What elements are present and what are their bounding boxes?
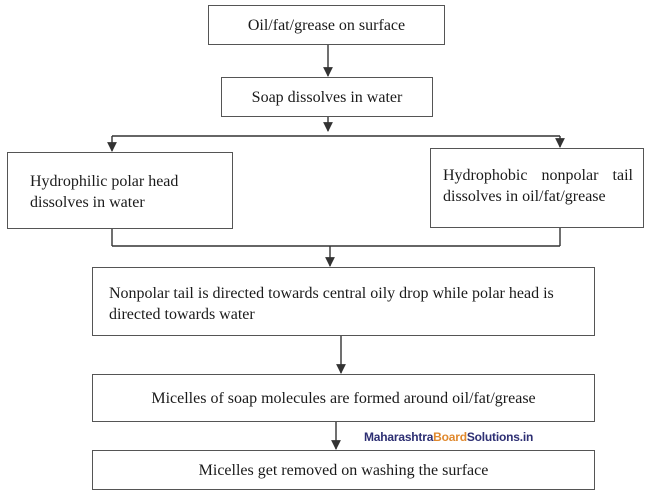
step-micelles-removed-text: Micelles get removed on washing the surf… (198, 461, 489, 479)
step-oil-on-surface-box: Oil/fat/grease on surface (208, 5, 445, 45)
step-micelles-removed-box: Micelles get removed on washing the surf… (92, 450, 595, 490)
step-oil-on-surface-text: Oil/fat/grease on surface (247, 16, 406, 34)
step-soap-dissolves-box: Soap dissolves in water (221, 77, 433, 117)
watermark: MaharashtraBoardSolutions.in (364, 430, 533, 444)
step-tail-orientation-text: Nonpolar tail is directed towards centra… (109, 285, 554, 323)
branch-hydrophobic-text: Hydrophobic nonpolar tail dissolves in o… (443, 167, 633, 205)
branch-hydrophilic-text: Hydrophilic polar head dissolves in wate… (30, 173, 179, 211)
branch-hydrophilic-box: Hydrophilic polar head dissolves in wate… (7, 152, 233, 229)
watermark-part-1: Maharashtra (364, 430, 434, 444)
step-micelles-formed-box: Micelles of soap molecules are formed ar… (92, 374, 595, 422)
watermark-part-2: Board (433, 430, 467, 444)
branch-hydrophobic-box: Hydrophobic nonpolar tail dissolves in o… (430, 148, 644, 228)
step-tail-orientation-box: Nonpolar tail is directed towards centra… (92, 267, 595, 336)
watermark-part-3: Solutions.in (466, 430, 534, 444)
step-micelles-formed-text: Micelles of soap molecules are formed ar… (151, 389, 536, 407)
step-soap-dissolves-text: Soap dissolves in water (251, 88, 403, 106)
